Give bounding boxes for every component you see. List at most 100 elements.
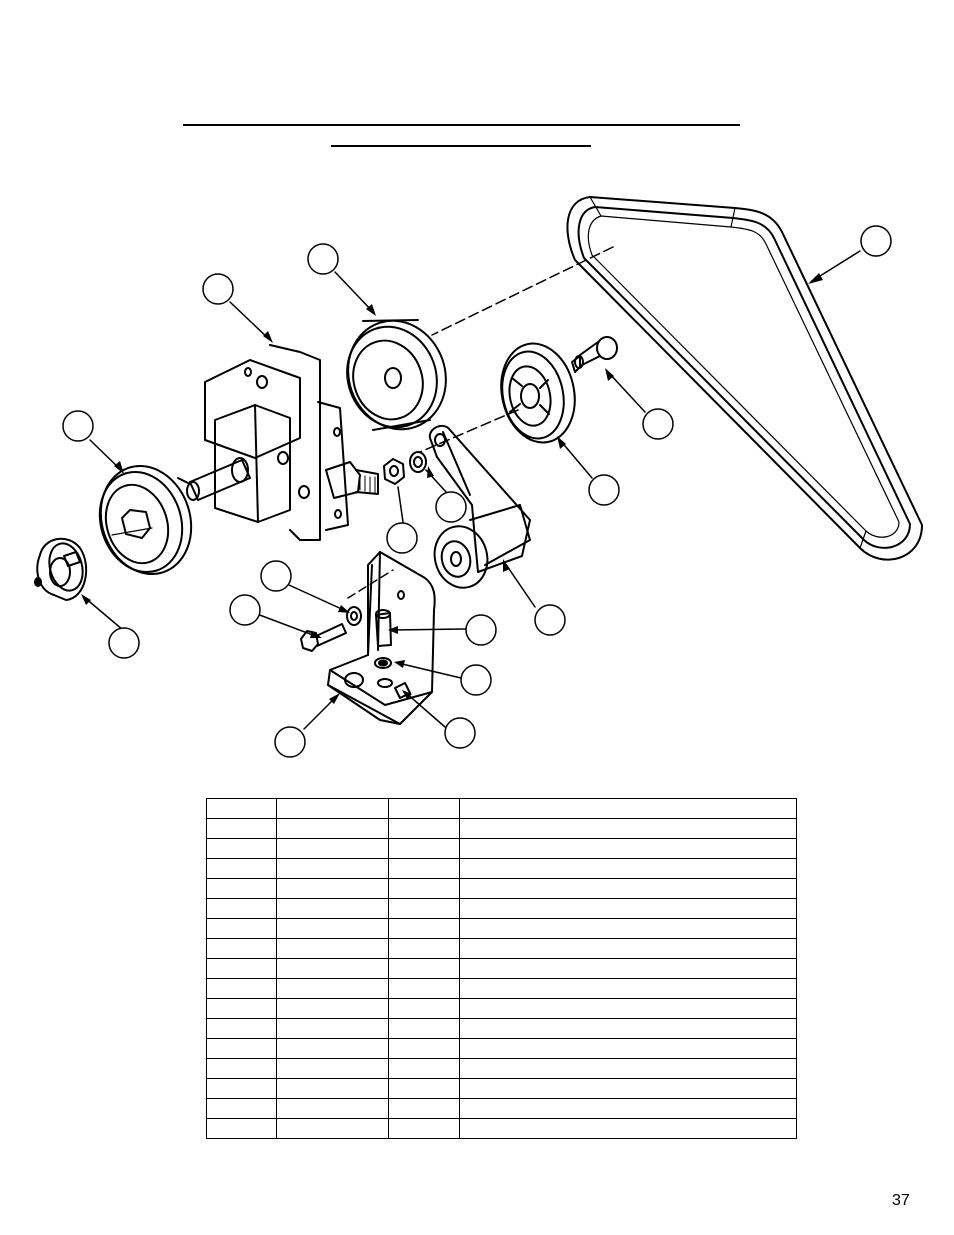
table-cell (388, 818, 460, 839)
table-row (206, 998, 797, 1019)
table-cell (206, 798, 277, 819)
gearbox-housing (186, 344, 379, 541)
table-cell (388, 858, 460, 879)
table-cell (276, 958, 389, 979)
shoulder-bolt (571, 336, 618, 373)
table-cell (388, 958, 460, 979)
table-cell (206, 1038, 277, 1059)
motor-pulley (98, 464, 193, 576)
table-cell (388, 798, 460, 819)
page-number: 37 (892, 1192, 910, 1209)
table-row (206, 1058, 797, 1079)
table-row (206, 878, 797, 899)
table-cell (388, 1058, 460, 1079)
hex-bolt (300, 623, 347, 652)
callout-circle (642, 408, 674, 440)
leader-lines (83, 246, 861, 730)
table-cell (206, 858, 277, 879)
table-row (206, 918, 797, 939)
table-cell (206, 898, 277, 919)
shaft-collar (34, 537, 88, 601)
table-cell (206, 838, 277, 859)
table-row (206, 818, 797, 839)
table-cell (459, 918, 797, 939)
callout-circle (229, 594, 261, 626)
table-cell (206, 1018, 277, 1039)
table-cell (459, 1058, 797, 1079)
table-cell (206, 998, 277, 1019)
table-row (206, 958, 797, 979)
callout-circle (386, 522, 418, 554)
title-rule-bottom (331, 145, 591, 147)
table-cell (206, 1118, 277, 1139)
table-cell (206, 878, 277, 899)
callout-circle (444, 717, 476, 749)
table-row (206, 838, 797, 859)
table-cell (276, 1118, 389, 1139)
tensioner-arm (428, 424, 531, 589)
table-cell (276, 818, 389, 839)
table-cell (276, 878, 389, 899)
table-cell (388, 938, 460, 959)
table-row (206, 898, 797, 919)
table-cell (459, 998, 797, 1019)
table-row (206, 1018, 797, 1039)
table-cell (459, 818, 797, 839)
callout-circle (307, 243, 339, 275)
mounting-bracket (327, 551, 436, 725)
table-cell (206, 1058, 277, 1079)
table-cell (459, 1078, 797, 1099)
hex-nut (383, 458, 405, 485)
table-cell (459, 1038, 797, 1059)
table-cell (276, 998, 389, 1019)
exploded-parts-diagram (34, 196, 923, 758)
table-cell (276, 1018, 389, 1039)
table-cell (388, 998, 460, 1019)
table-cell (388, 1098, 460, 1119)
table-row (206, 978, 797, 999)
title-rule-top (183, 124, 740, 126)
table-cell (276, 1058, 389, 1079)
callout-circle (260, 560, 292, 592)
table-cell (459, 878, 797, 899)
parts-list-table (206, 798, 797, 1139)
table-cell (459, 1118, 797, 1139)
table-row (206, 1098, 797, 1119)
idler-pulley (500, 342, 576, 444)
table-cell (459, 938, 797, 959)
table-cell (206, 958, 277, 979)
table-cell (388, 1078, 460, 1099)
flat-washer (346, 606, 362, 626)
callout-circle (62, 410, 94, 442)
table-cell (388, 978, 460, 999)
table-cell (459, 978, 797, 999)
drive-pulley (346, 319, 447, 431)
table-cell (459, 838, 797, 859)
table-row (206, 1118, 797, 1139)
callout-circle (460, 664, 492, 696)
table-cell (206, 918, 277, 939)
callout-circle (534, 604, 566, 636)
table-cell (206, 818, 277, 839)
table-row (206, 938, 797, 959)
lock-washer (409, 451, 427, 473)
table-cell (459, 898, 797, 919)
table-cell (276, 1098, 389, 1119)
table-cell (388, 1118, 460, 1139)
parts-table-body (206, 798, 797, 1139)
table-row (206, 798, 797, 819)
callout-circle (274, 726, 306, 758)
callout-circle (108, 627, 140, 659)
table-cell (388, 1018, 460, 1039)
table-cell (276, 798, 389, 819)
table-cell (459, 1018, 797, 1039)
table-cell (276, 1038, 389, 1059)
table-cell (276, 918, 389, 939)
table-row (206, 1078, 797, 1099)
table-cell (276, 858, 389, 879)
table-cell (276, 1078, 389, 1099)
table-cell (388, 1038, 460, 1059)
callout-circles (62, 225, 892, 758)
table-cell (206, 978, 277, 999)
